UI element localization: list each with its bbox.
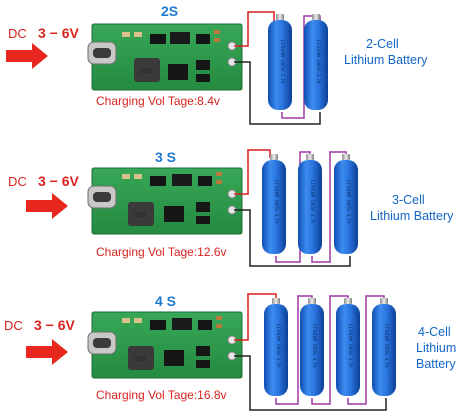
dc-label: DC <box>8 174 27 189</box>
battery-label-line-2: Lithium Battery <box>370 209 454 223</box>
svg-text:LITHIUM 18650 3.7V: LITHIUM 18650 3.7V <box>310 180 315 224</box>
battery-label-line-2: Lithium Battery <box>344 53 428 67</box>
battery-label-line-3: Battery <box>416 357 456 371</box>
series-label: 3 S <box>155 149 176 165</box>
svg-text:LITHIUM 18650 3.7V: LITHIUM 18650 3.7V <box>280 40 285 84</box>
svg-text:LITHIUM 18650 3.7V: LITHIUM 18650 3.7V <box>346 180 351 224</box>
usb-c-port-icon <box>87 41 117 65</box>
inductor-icon: 100 <box>128 202 154 226</box>
charger-board: 100 <box>87 167 243 235</box>
input-voltage-label: 3 − 6V <box>34 317 76 333</box>
usb-c-port-icon <box>87 185 117 209</box>
svg-text:LITHIUM 18650 3.7V: LITHIUM 18650 3.7V <box>312 324 317 368</box>
battery-cell-icon: LITHIUM 18650 3.7V <box>336 298 360 396</box>
svg-text:LITHIUM 18650 3.7V: LITHIUM 18650 3.7V <box>316 40 321 84</box>
inductor-icon: 100 <box>134 58 160 82</box>
input-voltage-label: 3 − 6V <box>38 25 80 41</box>
input-arrow-icon <box>6 43 48 69</box>
usb-c-port-icon <box>87 331 117 355</box>
battery-cell-icon: LITHIUM 18650 3.7V <box>262 154 286 254</box>
battery-cell-icon: LITHIUM 18650 3.7V <box>300 298 324 396</box>
charging-voltage-label: Charging Vol Tage:8.4v <box>96 94 220 108</box>
battery-label-line-1: 2-Cell <box>366 37 399 51</box>
section-4s: DC 3 − 6V 4 S 100 <box>4 293 456 411</box>
battery-cell-icon: LITHIUM 18650 3.7V <box>304 14 328 110</box>
svg-text:LITHIUM 18650 3.7V: LITHIUM 18650 3.7V <box>384 324 389 368</box>
charging-voltage-label: Charging Vol Tage:12.6v <box>96 245 227 259</box>
series-label: 2S <box>161 3 178 19</box>
inductor-marking: 100 <box>134 356 146 363</box>
input-arrow-icon <box>26 193 68 219</box>
input-arrow-icon <box>26 339 68 365</box>
series-label: 4 S <box>155 293 176 309</box>
section-2s: DC 3 − 6V 2S 100 <box>6 3 428 125</box>
dc-label: DC <box>8 26 27 41</box>
battery-cell-icon: LITHIUM 18650 3.7V <box>264 298 288 396</box>
inductor-marking: 100 <box>134 212 146 219</box>
battery-cell-icon: LITHIUM 18650 3.7V <box>372 298 396 396</box>
section-3s: DC 3 − 6V 3 S 100 <box>8 149 454 267</box>
charging-voltage-label: Charging Vol Tage:16.8v <box>96 388 227 402</box>
battery-label-line-2: Lithium <box>416 341 456 355</box>
battery-cell-icon: LITHIUM 18650 3.7V <box>298 154 322 254</box>
svg-text:LITHIUM 18650 3.7V: LITHIUM 18650 3.7V <box>276 324 281 368</box>
dc-label: DC <box>4 318 23 333</box>
charger-board: 100 <box>87 23 243 91</box>
battery-label-line-1: 3-Cell <box>392 193 425 207</box>
charger-board: 100 <box>87 311 243 379</box>
inductor-icon: 100 <box>128 346 154 370</box>
battery-label-line-1: 4-Cell <box>418 325 451 339</box>
inductor-marking: 100 <box>140 68 152 75</box>
svg-text:LITHIUM 18650 3.7V: LITHIUM 18650 3.7V <box>274 180 279 224</box>
battery-cell-icon: LITHIUM 18650 3.7V <box>268 14 292 110</box>
input-voltage-label: 3 − 6V <box>38 173 80 189</box>
battery-cell-icon: LITHIUM 18650 3.7V <box>334 154 358 254</box>
svg-text:LITHIUM 18650 3.7V: LITHIUM 18650 3.7V <box>348 324 353 368</box>
